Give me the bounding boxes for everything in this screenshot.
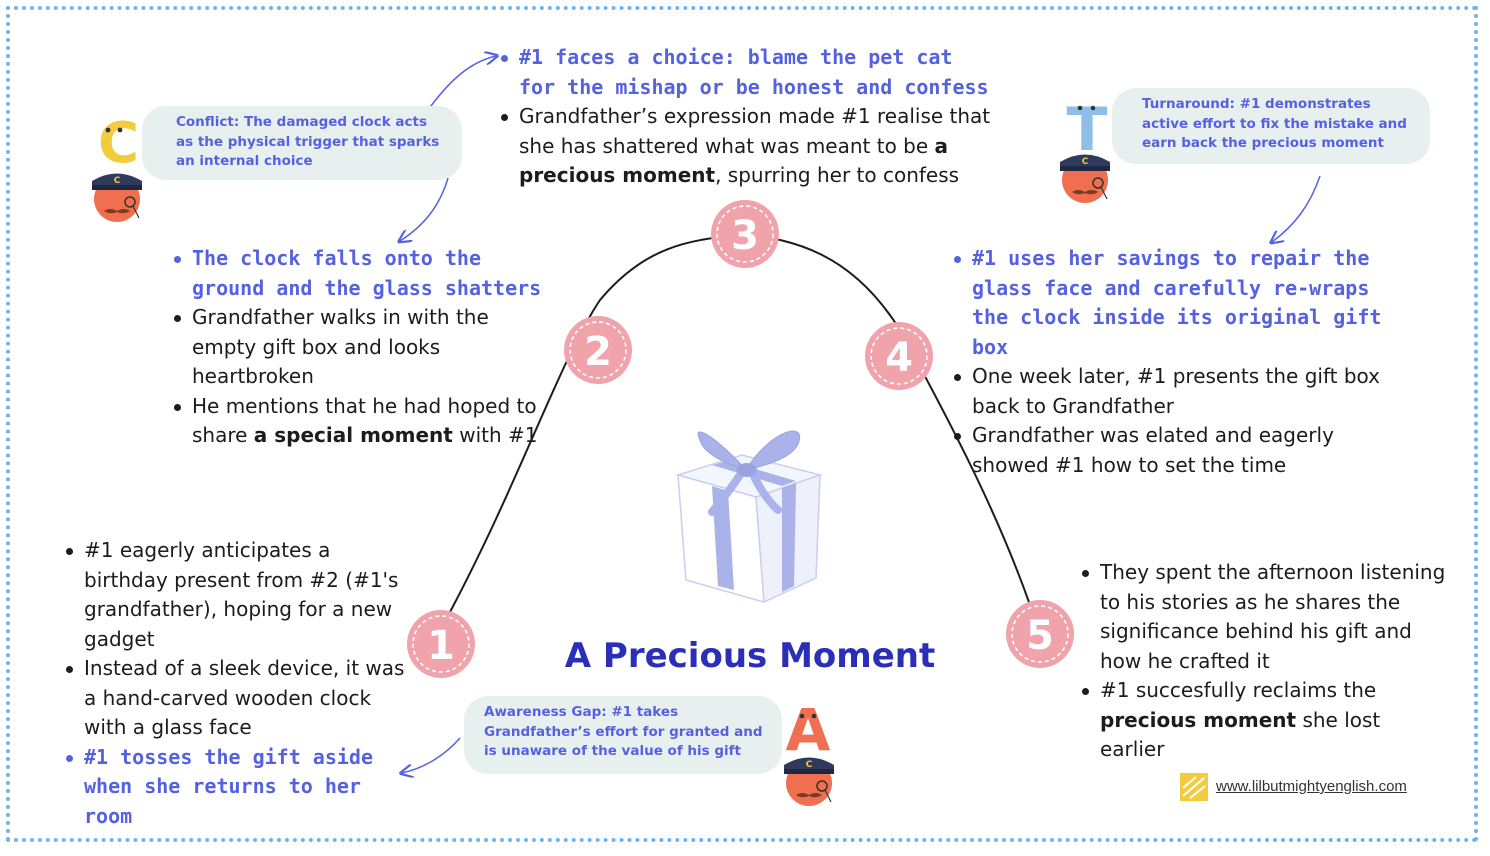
stage-5-number: 5 xyxy=(1026,613,1054,659)
stage-1-events: #1 eagerly anticipates a birthday presen… xyxy=(62,536,412,831)
stage-1-event-3: #1 tosses the gift aside when she return… xyxy=(62,743,412,832)
stage-1-number: 1 xyxy=(427,623,455,669)
stage-5-event-2-emphasis: precious moment xyxy=(1100,707,1297,732)
stage-1-event-1: #1 eagerly anticipates a birthday presen… xyxy=(62,536,412,654)
awareness-mascot-icon: A C xyxy=(784,696,834,806)
stage-5-event-2-text: #1 succesfully reclaims the xyxy=(1100,678,1377,702)
mascot-cap-letter-3: C xyxy=(806,760,813,770)
gift-box-icon xyxy=(675,430,823,604)
awareness-callout-text: Awareness Gap: #1 takes Grandfather’s ef… xyxy=(484,704,763,759)
stage-5-event-2-tail: she lost earlier xyxy=(1100,707,1381,762)
stage-2-event-2: Grandfather walks in with the empty gift… xyxy=(170,303,550,392)
stage-2-event-1: The clock falls onto the ground and the … xyxy=(170,244,550,303)
page-title: A Precious Moment xyxy=(564,636,936,676)
turnaround-callout: Turnaround: #1 demonstrates active effor… xyxy=(1112,88,1430,164)
stage-4-event-2: One week later, #1 presents the gift box… xyxy=(950,362,1410,421)
stage-2-marker: 2 xyxy=(564,316,632,384)
stage-2-event-3-text: He mentions that he had hoped to share xyxy=(192,393,537,448)
stage-2-event-3-emphasis: a special moment xyxy=(253,423,453,447)
stage-2-event-3: He mentions that he had hoped to share a… xyxy=(170,392,550,451)
stage-5-event-2: #1 succesfully reclaims the precious mom… xyxy=(1078,676,1450,765)
awareness-callout: Awareness Gap: #1 takes Grandfather’s ef… xyxy=(464,696,782,774)
stage-4-events: #1 uses her savings to repair the glass … xyxy=(950,244,1410,480)
arrow-conflict-to-stage2 xyxy=(400,177,449,241)
stage-4-event-3: Grandfather was elated and eagerly showe… xyxy=(950,421,1410,480)
stage-3-event-2-emphasis: a precious moment xyxy=(519,133,949,188)
stage-3-marker: 3 xyxy=(711,200,779,268)
turnaround-callout-text: Turnaround: #1 demonstrates active effor… xyxy=(1142,96,1407,151)
turnaround-mascot-icon: T C xyxy=(1060,95,1110,203)
stage-3-events: #1 faces a choice: blame the pet cat for… xyxy=(497,43,997,191)
stage-3-number: 3 xyxy=(731,213,759,259)
stage-5-event-1: They spent the afternoon listening to hi… xyxy=(1078,558,1450,676)
conflict-callout-text: Conflict: The damaged clock acts as the … xyxy=(176,114,440,169)
mascot-letter-c: C xyxy=(98,111,139,176)
stage-3-event-2-text: Grandfather’s expression made #1 realise… xyxy=(519,104,991,158)
stage-3-event-1: #1 faces a choice: blame the pet cat for… xyxy=(497,43,997,102)
arrow-turnaround-to-stage4 xyxy=(1272,175,1321,242)
website-logo-icon xyxy=(1180,773,1208,801)
stage-2-number: 2 xyxy=(584,329,612,375)
stage-2-events: The clock falls onto the ground and the … xyxy=(170,244,550,451)
conflict-mascot-icon: C C xyxy=(92,111,142,222)
arrow-conflict-to-stage3 xyxy=(427,56,496,111)
mascot-letter-t: T xyxy=(1067,95,1108,165)
stage-5-marker: 5 xyxy=(1006,600,1074,668)
stage-1-event-2: Instead of a sleek device, it was a hand… xyxy=(62,654,412,743)
mascot-cap-letter: C xyxy=(114,176,121,186)
stage-3-event-2-tail: , spurring her to confess xyxy=(715,163,960,187)
page-border xyxy=(6,6,1478,842)
arrow-awareness-to-stage1 xyxy=(402,737,461,773)
stage-1-marker: 1 xyxy=(407,610,475,678)
conflict-callout: Conflict: The damaged clock acts as the … xyxy=(142,106,462,180)
stage-4-number: 4 xyxy=(885,335,913,381)
website-link[interactable]: www.lilbutmightyenglish.com xyxy=(1216,778,1407,795)
stage-4-event-1: #1 uses her savings to repair the glass … xyxy=(950,244,1410,362)
stage-2-event-3-tail: with #1 xyxy=(452,423,538,447)
stage-3-event-2: Grandfather’s expression made #1 realise… xyxy=(497,102,997,191)
mascot-letter-a: A xyxy=(786,696,831,764)
stage-5-events: They spent the afternoon listening to hi… xyxy=(1078,558,1450,765)
stage-4-marker: 4 xyxy=(865,322,933,390)
mascot-cap-letter-2: C xyxy=(1082,157,1089,167)
